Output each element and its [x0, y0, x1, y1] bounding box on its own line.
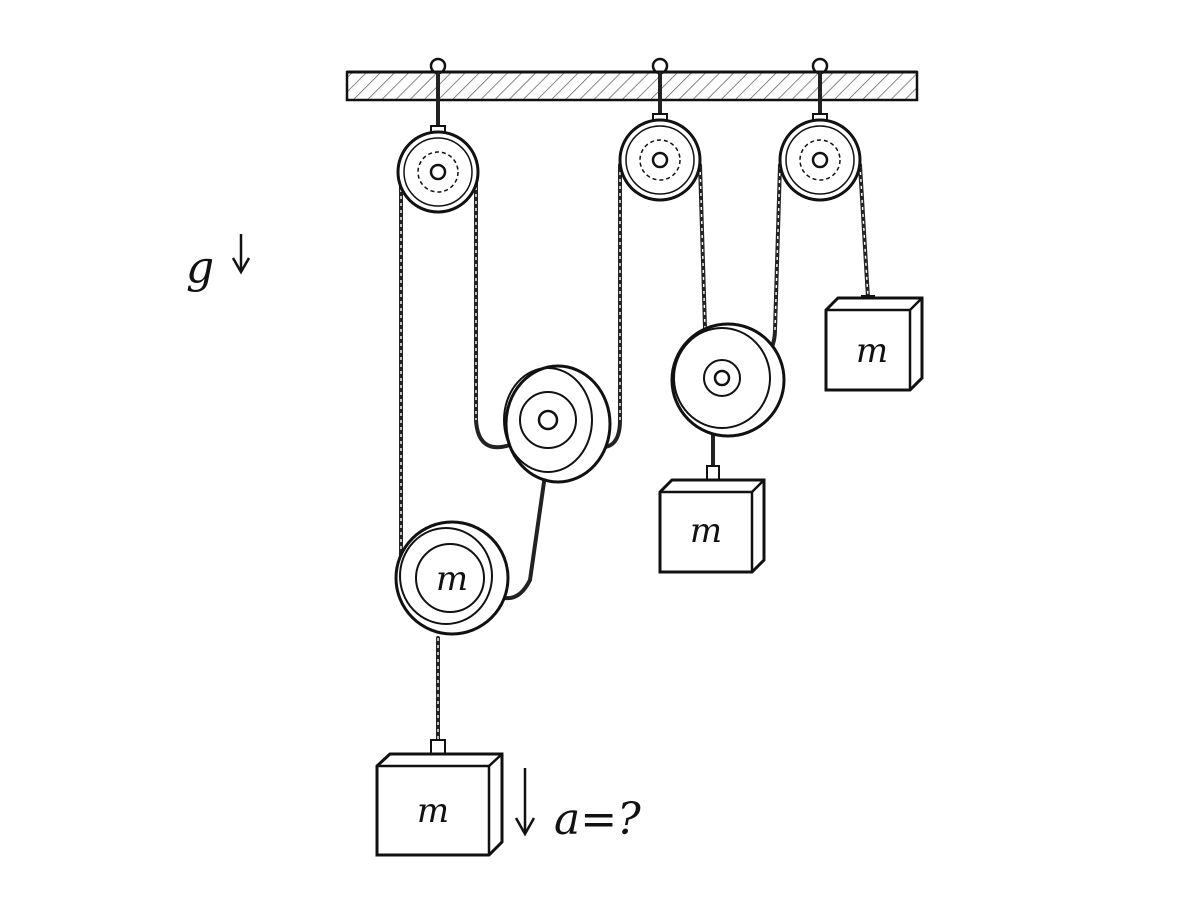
- hanger-ropes: [436, 72, 822, 132]
- movable-pulley-right: [670, 322, 786, 438]
- block-middle: m: [658, 465, 766, 574]
- fixed-pulley-left: [396, 125, 480, 214]
- gravity-arrow-icon: [231, 234, 251, 275]
- movable-pulley-center: [503, 364, 612, 484]
- fixed-pulley-middle: [618, 113, 702, 202]
- ceiling: [345, 70, 919, 102]
- gravity-label: g: [186, 242, 214, 293]
- block-middle-mass-label: m: [690, 511, 722, 551]
- acceleration-question-label: a=?: [554, 794, 641, 845]
- block-bottom-mass-label: m: [417, 791, 449, 831]
- block-right-mass-label: m: [856, 331, 888, 371]
- fixed-pulley-right: [778, 113, 862, 202]
- block-bottom: m: [375, 739, 504, 857]
- massive-pulley-mass-label: m: [436, 559, 468, 599]
- massive-pulley: m: [394, 520, 510, 636]
- block-right: m: [824, 295, 924, 392]
- rope-system: [399, 163, 870, 744]
- acceleration-arrow-icon: [514, 768, 536, 837]
